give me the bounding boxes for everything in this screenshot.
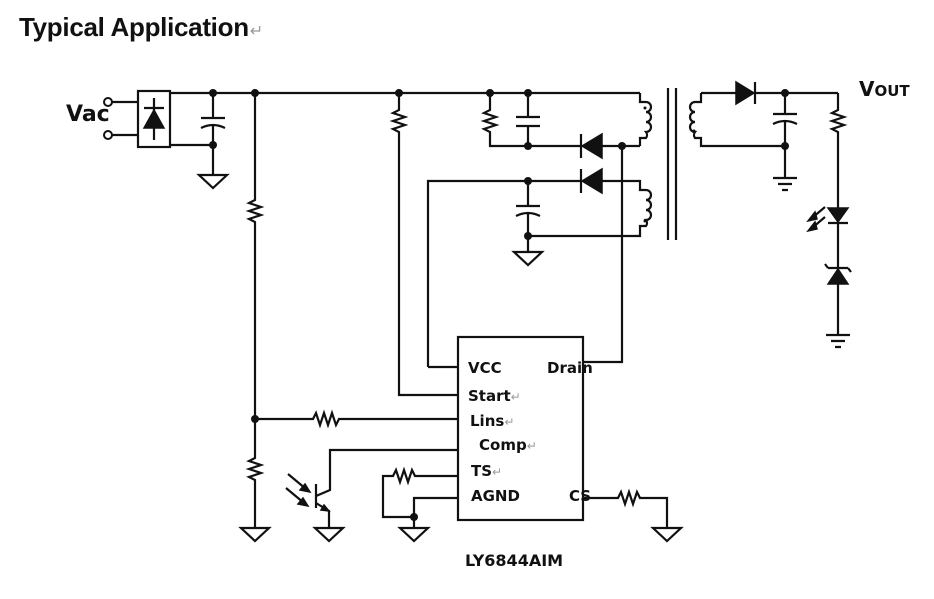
- current-sense-resistor: [583, 488, 684, 543]
- paragraph-mark-icon: ↵: [504, 415, 515, 429]
- drain-trace: [583, 146, 624, 364]
- vout-v: V: [859, 77, 875, 101]
- pin-vcc: VCC: [468, 359, 502, 377]
- vac-label: Vac: [66, 102, 110, 127]
- pin-ts: TS↵: [471, 462, 502, 480]
- pin-drain: Drain: [547, 359, 593, 377]
- vout-subscript: OUT: [874, 82, 910, 100]
- page-title: Typical Application↵: [19, 12, 263, 43]
- ic-package: [456, 335, 585, 522]
- top-rail: [170, 91, 640, 147]
- line-sense-resistors: [238, 89, 458, 543]
- zener-diode: [824, 263, 852, 349]
- pin-comp: Comp↵: [479, 436, 537, 454]
- secondary-winding: [688, 80, 838, 192]
- primary-winding: [638, 93, 653, 146]
- vout-label: VOUT: [859, 77, 910, 101]
- pin-lins: Lins↵: [470, 412, 514, 430]
- ic-part-number: LY6844AIM: [465, 551, 564, 570]
- auxiliary-winding: [426, 167, 653, 369]
- optocoupler-phototransistor: [285, 448, 458, 543]
- optocoupler-led: [806, 93, 850, 268]
- title-text: Typical Application: [19, 12, 249, 42]
- pin-cs: CS: [569, 487, 592, 505]
- paragraph-mark-icon: ↵: [510, 390, 521, 404]
- bridge-rectifier: [136, 89, 172, 149]
- snubber-network: [480, 89, 640, 160]
- pin-comp-label: Comp: [479, 436, 527, 454]
- pin-ts-label: TS: [471, 462, 493, 480]
- pin-start-label: Start: [468, 387, 511, 405]
- paragraph-mark-icon: ↵: [492, 465, 503, 479]
- paragraph-mark-icon: ↵: [526, 439, 537, 453]
- pin-start: Start↵: [468, 387, 521, 405]
- paragraph-mark-icon: ↵: [249, 23, 263, 40]
- ts-resistor: [381, 466, 458, 543]
- startup-resistor: [389, 89, 458, 397]
- transformer-core: [666, 88, 678, 240]
- pin-lins-label: Lins: [470, 412, 505, 430]
- bulk-capacitor: [196, 89, 230, 190]
- ac-input-terminals: [103, 97, 138, 140]
- pin-agnd: AGND: [471, 487, 520, 505]
